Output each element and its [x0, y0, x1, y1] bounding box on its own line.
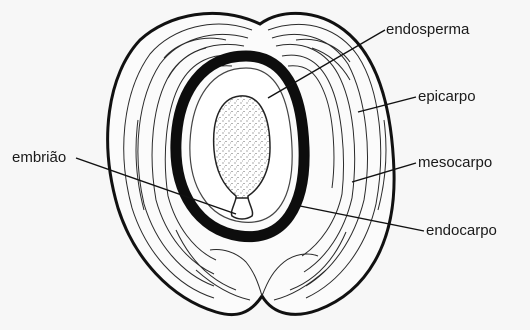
label-endocarpo: endocarpo	[426, 223, 497, 238]
embryo	[231, 198, 252, 219]
label-embriao: embrião	[12, 150, 66, 165]
label-epicarpo: epicarpo	[418, 89, 476, 104]
label-mesocarpo: mesocarpo	[418, 155, 492, 170]
label-endosperma: endosperma	[386, 22, 469, 37]
